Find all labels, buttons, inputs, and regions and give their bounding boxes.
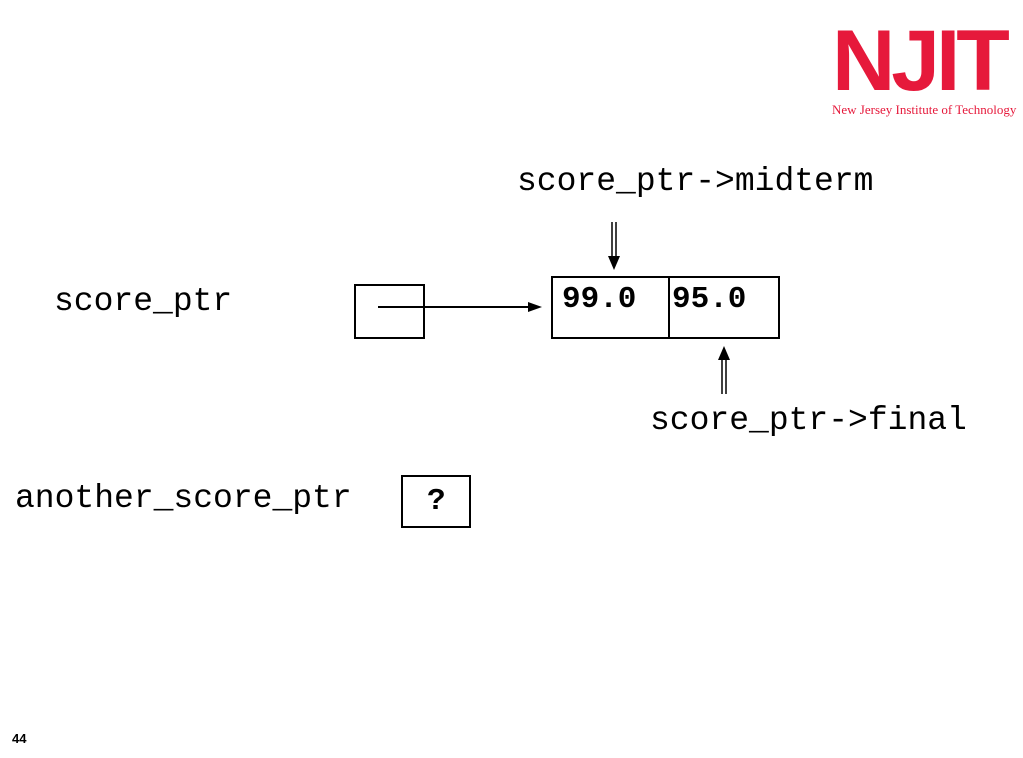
score-ptr-box — [354, 284, 425, 339]
another-score-ptr-label: another_score_ptr — [15, 480, 352, 517]
pointer-arrow — [378, 302, 542, 312]
final-arrow — [718, 346, 730, 394]
score-ptr-label: score_ptr — [54, 283, 233, 320]
logo-subtitle: New Jersey Institute of Technology — [832, 102, 1017, 117]
another-score-ptr-value: ? — [427, 484, 446, 519]
page-number: 44 — [12, 731, 27, 746]
struct-field-divider — [668, 276, 670, 339]
midterm-value: 99.0 — [562, 282, 637, 317]
midterm-arrow — [608, 222, 620, 270]
score-struct-box — [551, 276, 780, 339]
final-expression-label: score_ptr->final — [650, 402, 967, 439]
final-value: 95.0 — [672, 282, 747, 317]
logo-wordmark: NJIT — [832, 13, 1010, 109]
another-score-ptr-box — [401, 475, 471, 528]
midterm-expression-label: score_ptr->midterm — [517, 163, 874, 200]
njit-logo: NJIT New Jersey Institute of Technology — [828, 18, 1016, 122]
